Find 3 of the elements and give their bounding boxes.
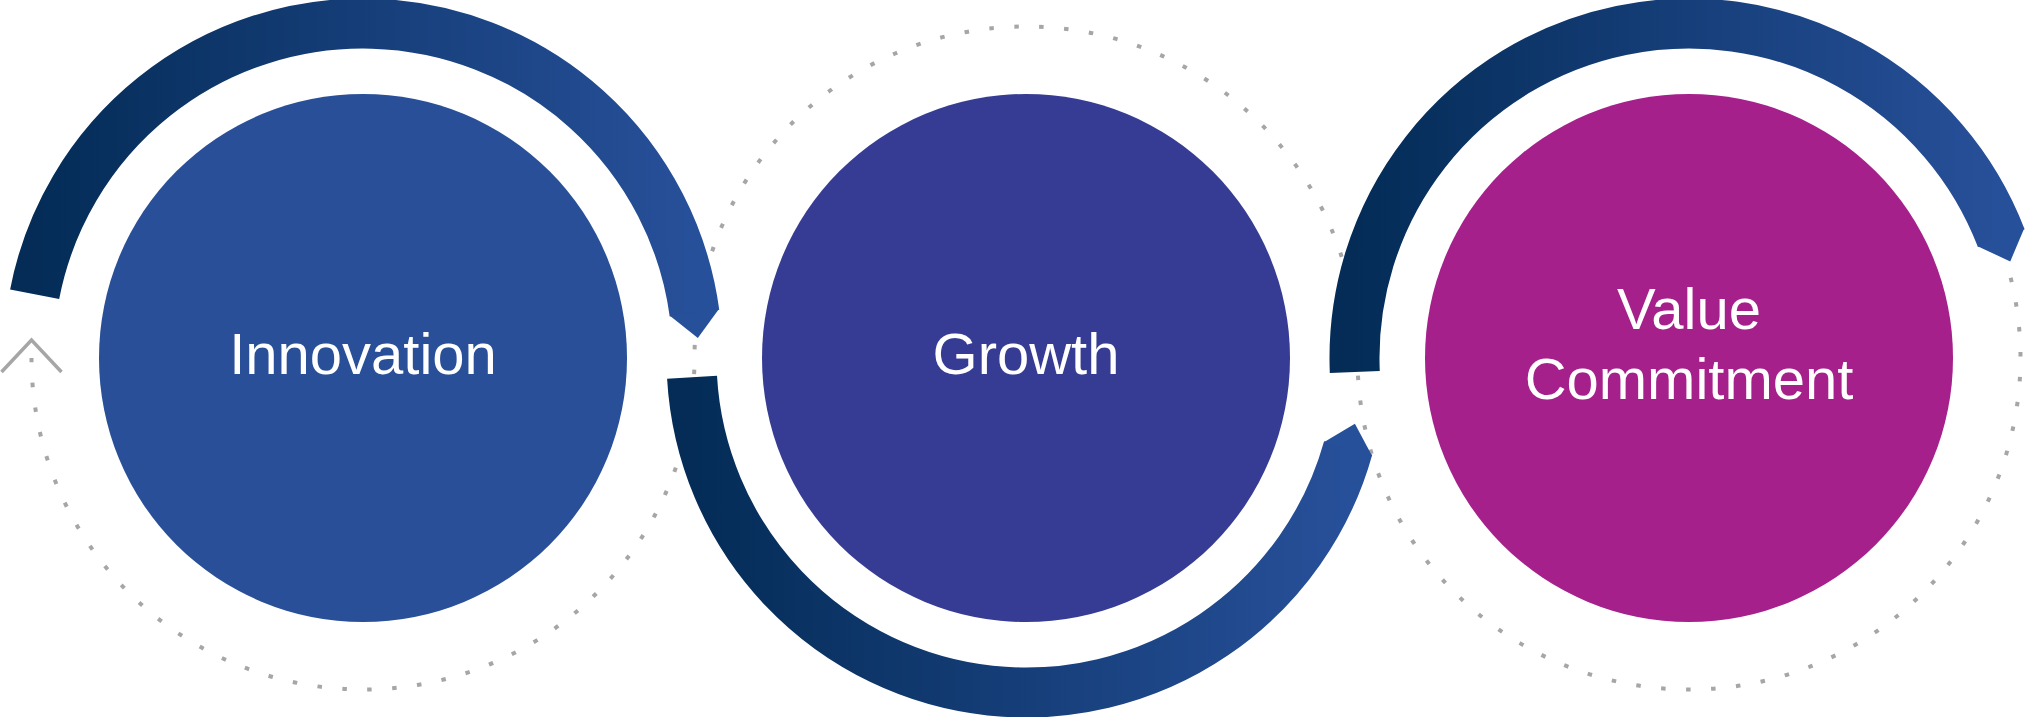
stage-label: Growth [932, 320, 1120, 389]
stage-label: Innovation [229, 320, 497, 389]
stage-label: Value Commitment [1523, 275, 1855, 413]
